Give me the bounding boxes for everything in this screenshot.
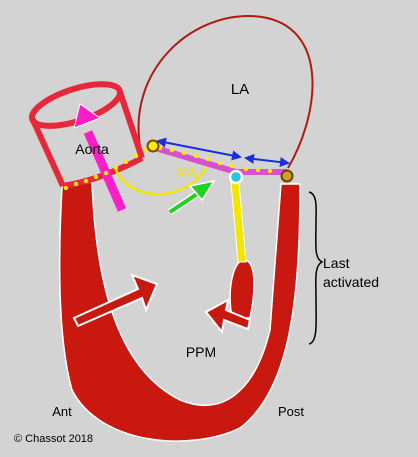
label-last-activated-2: activated	[323, 274, 379, 290]
anterior-annulus-point	[146, 139, 160, 153]
green-flow-arrow	[168, 179, 216, 215]
annulus-dots	[63, 145, 273, 191]
coaptation-point	[228, 169, 244, 185]
left-ventricle-wall	[58, 181, 301, 442]
last-activated-bracket	[308, 191, 324, 345]
posterior-wall-arrow	[204, 298, 252, 335]
label-post: Post	[278, 404, 304, 419]
label-ant: Ant	[52, 404, 72, 419]
chordae	[230, 181, 247, 263]
ejection-arrow	[73, 103, 127, 212]
aorta	[28, 81, 145, 189]
blue-double-arrow-anterior	[156, 137, 242, 161]
anterior-wall-arrow	[72, 273, 159, 328]
mitral-leaflet-arc	[114, 167, 208, 196]
label-last-activated-1: Last	[323, 255, 350, 271]
copyright-text: © Chassot 2018	[14, 433, 93, 445]
label-ppm: PPM	[186, 344, 216, 360]
label-ma: MA	[176, 165, 196, 180]
papillary-muscle	[229, 259, 255, 319]
left-atrium-outline	[137, 14, 314, 169]
label-la: LA	[231, 81, 249, 98]
posterior-annulus-point	[280, 169, 294, 183]
blue-double-arrow-posterior	[244, 153, 290, 168]
label-aorta: Aorta	[75, 141, 109, 157]
